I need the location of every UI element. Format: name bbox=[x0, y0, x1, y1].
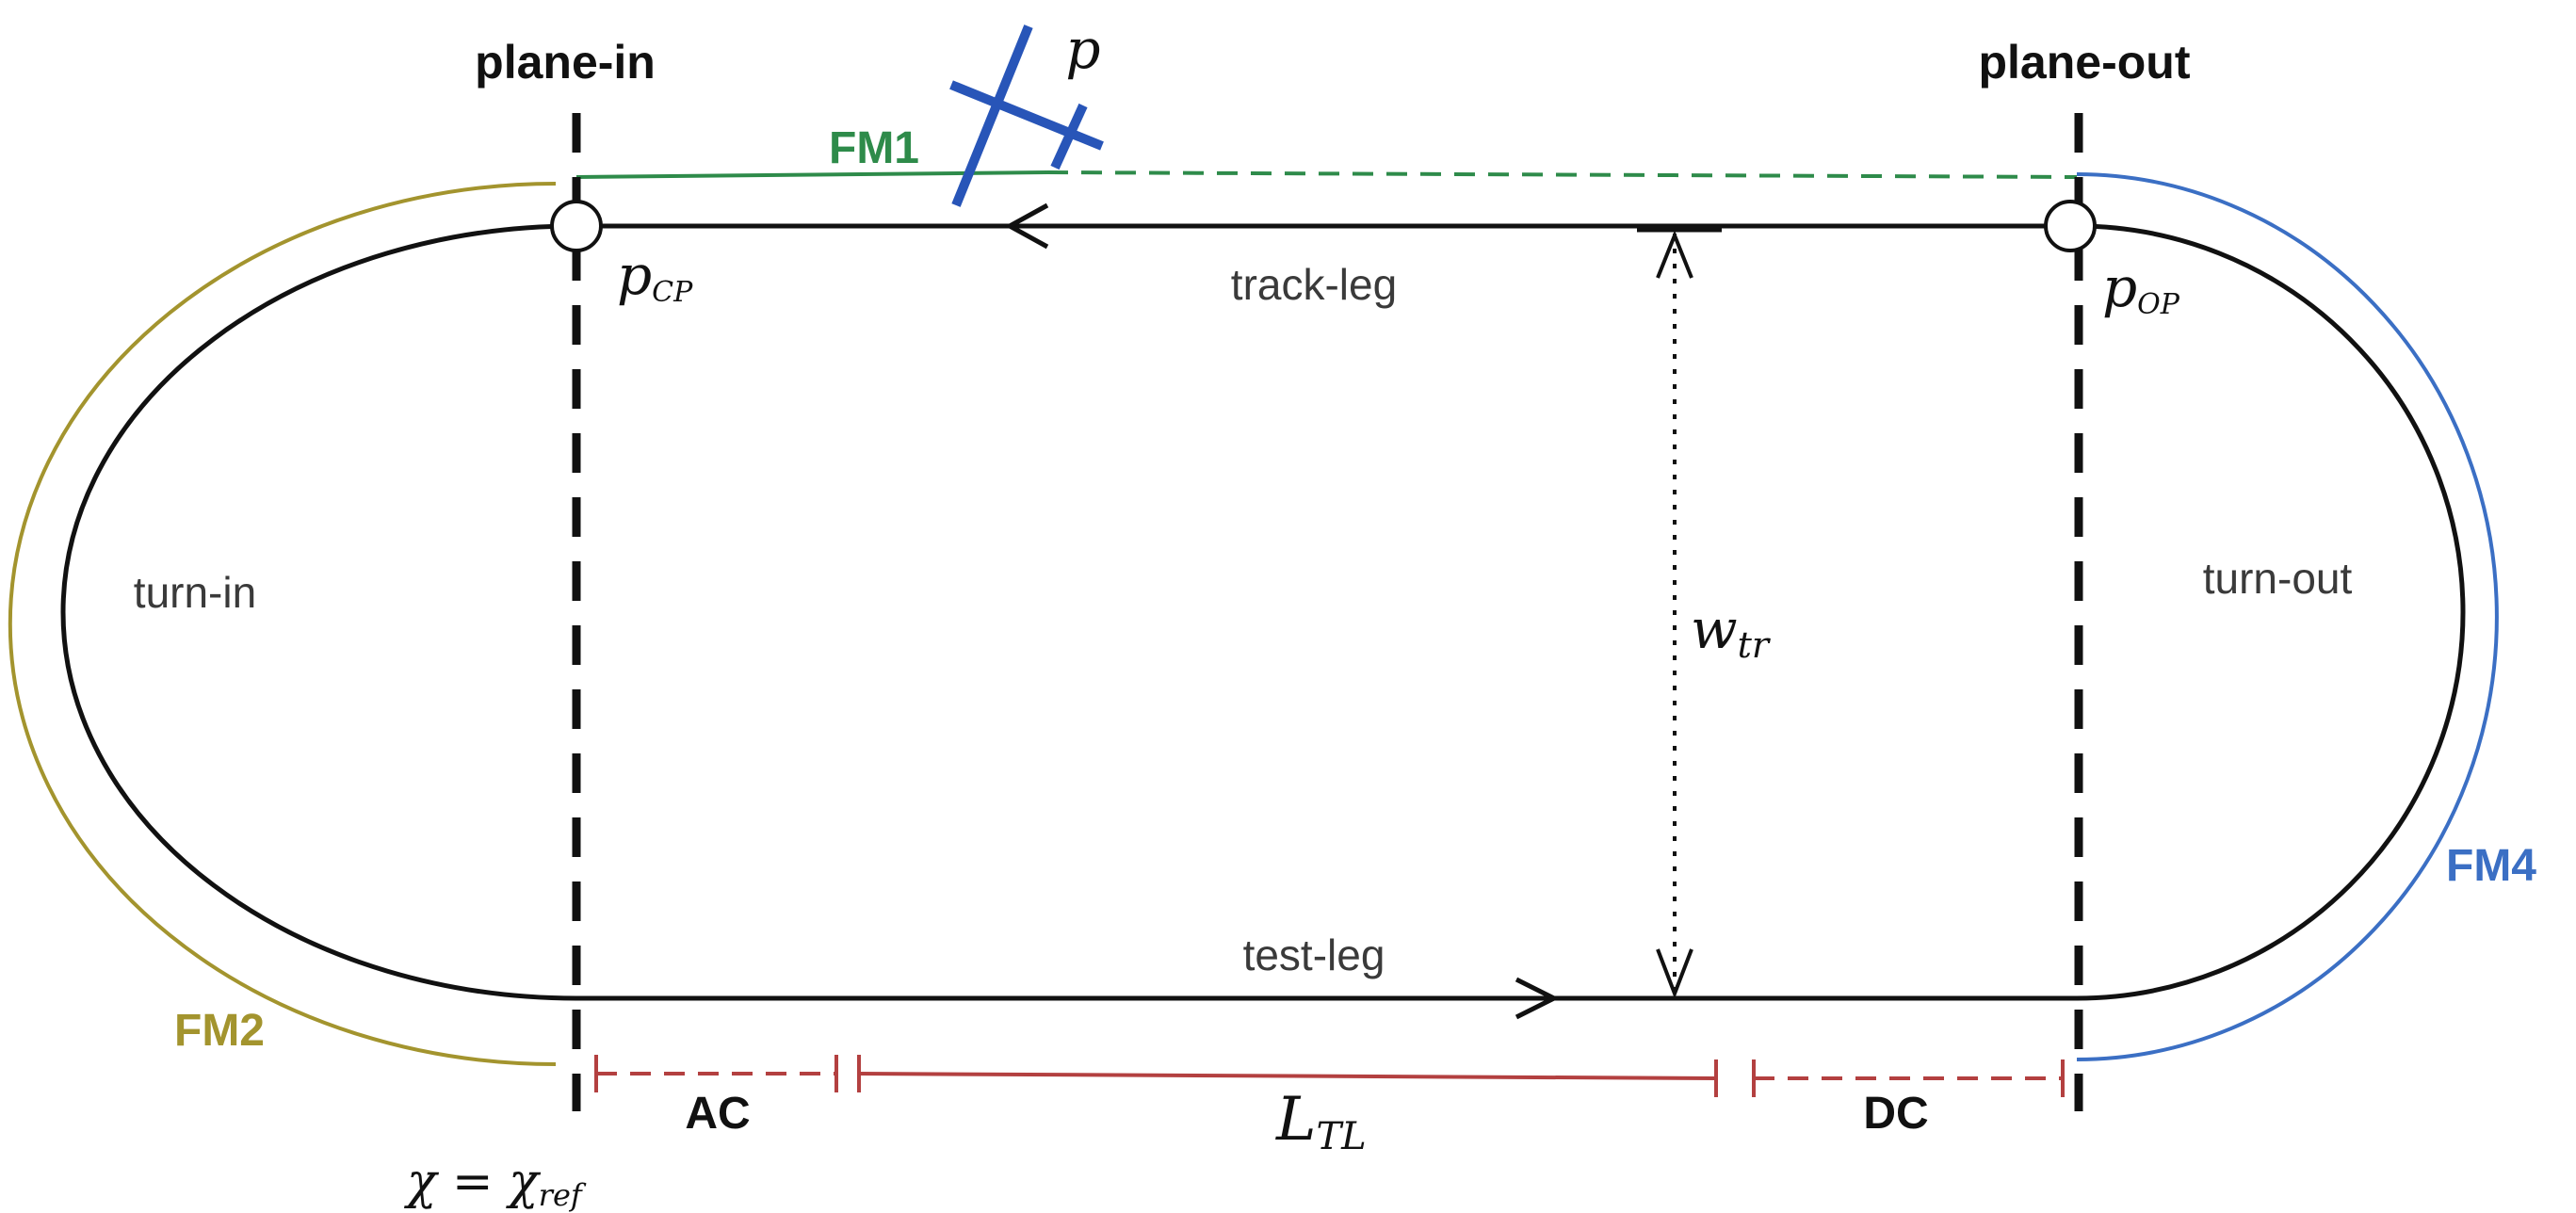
p-cp-point bbox=[550, 200, 603, 252]
w-tr-arrow-top bbox=[1656, 230, 1693, 279]
p-op-sub: OP bbox=[2137, 288, 2180, 321]
test-leg-label: test-leg bbox=[1243, 930, 1385, 979]
chi-main: χ = χ bbox=[403, 1154, 542, 1210]
fm1-solid-line bbox=[575, 170, 1048, 179]
l-tl-label: LTL bbox=[1275, 1085, 1367, 1158]
dc-label: DC bbox=[1863, 1089, 1928, 1139]
chi-sub: ref bbox=[539, 1177, 587, 1213]
fm4-label: FM4 bbox=[2446, 841, 2536, 891]
track-leg-label: track-leg bbox=[1231, 260, 1397, 309]
fm1-dashed-line bbox=[1046, 170, 2078, 179]
w-tr-arrow-bottom bbox=[1656, 948, 1693, 999]
chi-label: χ = χref bbox=[403, 1154, 587, 1213]
fm2-label: FM2 bbox=[174, 1006, 265, 1056]
w-tr-sub: tr bbox=[1738, 624, 1772, 666]
racetrack-loop bbox=[60, 223, 2466, 1001]
plane-p-symbol-long bbox=[951, 24, 1033, 207]
plane-out-label: plane-out bbox=[1979, 36, 2191, 89]
turn-in-label: turn-in bbox=[134, 568, 256, 617]
p-label: p bbox=[1065, 17, 1100, 81]
l-tl-segment bbox=[858, 1072, 1717, 1080]
p-op-point bbox=[2044, 200, 2097, 252]
plane-in-label: plane-in bbox=[475, 36, 656, 89]
p-op-label: pOP bbox=[2102, 255, 2180, 321]
w-tr-main: w bbox=[1691, 597, 1738, 661]
track-leg-arrow bbox=[1004, 202, 1049, 250]
ac-label: AC bbox=[685, 1089, 750, 1139]
p-cp-main: p bbox=[617, 243, 652, 307]
p-op-main: p bbox=[2102, 255, 2137, 319]
p-cp-label: pCP bbox=[617, 243, 693, 309]
p-cp-sub: CP bbox=[652, 276, 693, 309]
plane-p-symbol-cross bbox=[949, 80, 1104, 151]
fm4-arc bbox=[2076, 172, 2500, 1061]
test-leg-arrow bbox=[1515, 977, 1560, 1020]
l-tl-sub: TL bbox=[1317, 1115, 1367, 1158]
fm1-label: FM1 bbox=[829, 123, 919, 173]
turn-out-label: turn-out bbox=[2203, 554, 2353, 603]
l-tl-main: L bbox=[1275, 1085, 1317, 1155]
fm2-arc bbox=[8, 182, 557, 1066]
w-tr-label: wtr bbox=[1691, 597, 1772, 666]
plane-p-symbol-tail bbox=[1050, 103, 1088, 170]
